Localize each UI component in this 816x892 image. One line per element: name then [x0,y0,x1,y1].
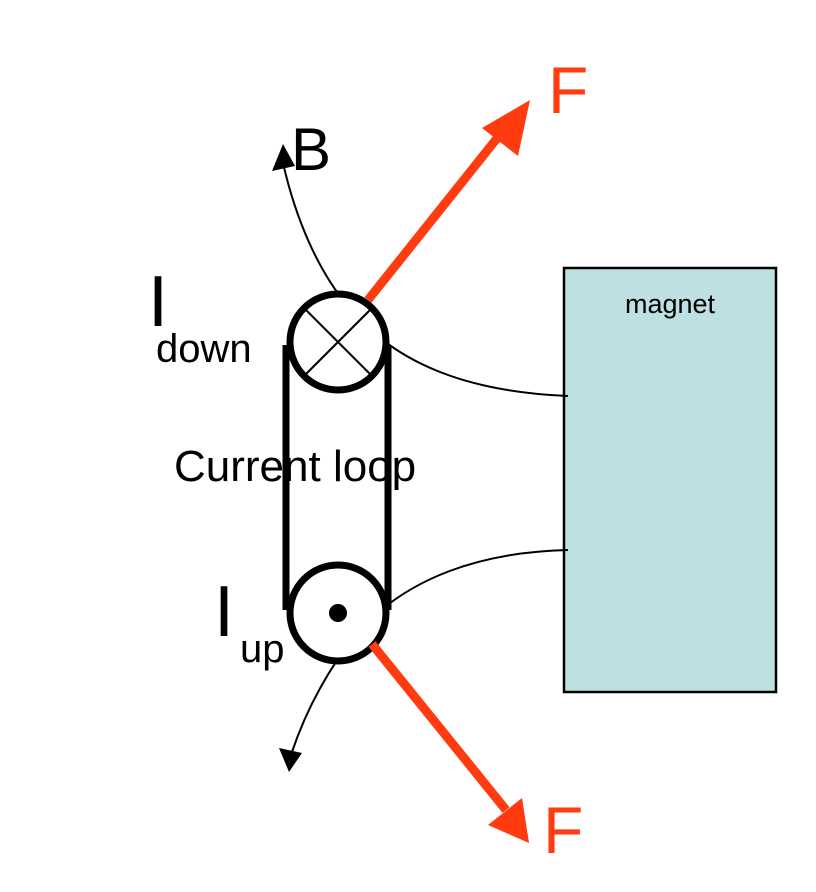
magnet-block [562,266,778,694]
force-arrowhead-top-icon [482,100,530,156]
field-arrowhead-bottom-icon [279,748,302,772]
force-arrow-bottom-shaft [368,641,510,813]
field-label: B [291,116,331,183]
current-up-symbol: I [214,572,234,652]
force-label-top: F [548,53,588,127]
field-arrowhead-top-icon [272,144,295,171]
magnet-label: magnet [625,289,716,319]
current-down-symbol: I [148,262,168,342]
loop-label: Current loop [174,442,416,491]
force-arrowhead-bottom-icon [488,798,529,843]
force-label-bottom: F [543,793,583,867]
cross-icon-line-2 [303,307,373,377]
current-down-subscript: down [156,327,252,371]
dot-icon [329,604,347,622]
current-up-subscript: up [240,627,285,671]
force-arrow-top-shaft [364,129,506,303]
